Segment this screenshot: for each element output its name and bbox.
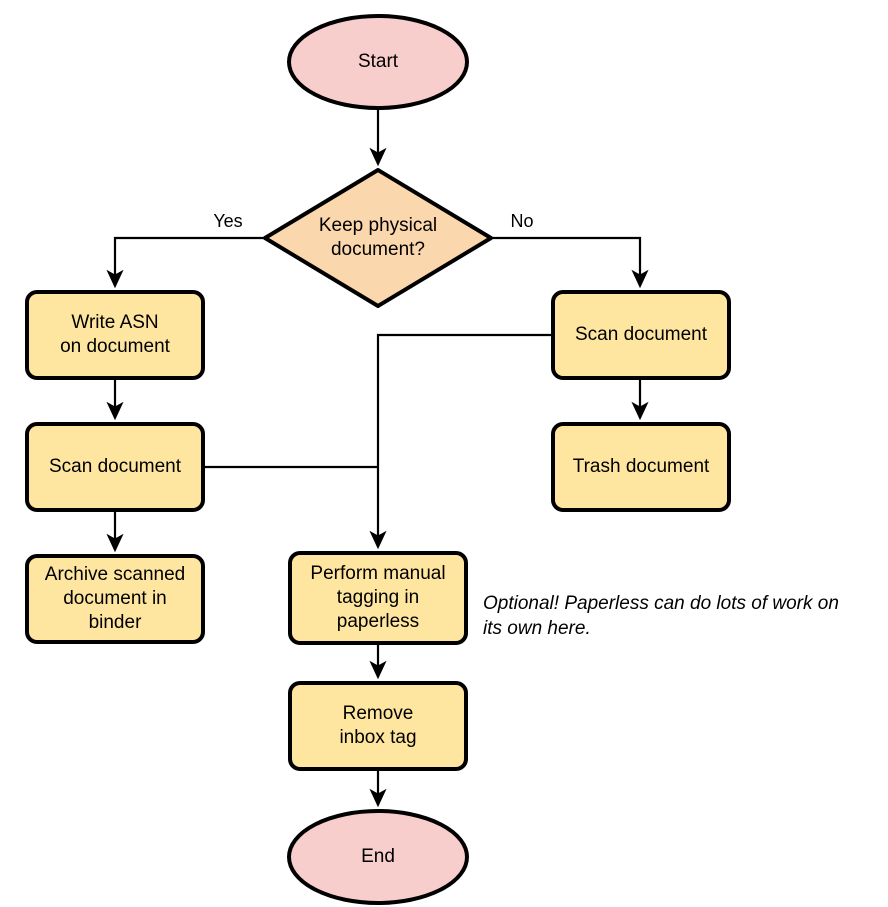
node-write-asn[interactable]: Write ASN on document [25, 290, 205, 380]
node-label-line: Trash document [573, 456, 710, 477]
node-label-line: on document [60, 336, 171, 357]
edge-decision-keep-physical-to-write-asn: Yes [106, 211, 265, 289]
node-label-line: Scan document [49, 456, 182, 477]
node-label: Start [358, 51, 399, 72]
node-label-line: paperless [337, 611, 419, 632]
process-shape[interactable] [25, 422, 205, 512]
node-archive-binder[interactable]: Archive scanned document in binder [25, 554, 205, 644]
node-start[interactable]: Start [287, 14, 469, 110]
edge-path [369, 333, 553, 550]
node-label: Archive scanned document in binder [45, 564, 185, 633]
node-label: Scan document [575, 324, 708, 345]
edge-scan-document-right-to-manual-tagging [369, 333, 553, 550]
node-label-line: Archive scanned [45, 564, 185, 585]
process-shape[interactable] [25, 554, 205, 644]
node-label-line: inbox tag [339, 727, 416, 748]
node-label-line: Remove [343, 703, 414, 724]
process-shape[interactable] [551, 422, 731, 512]
node-label-line: Write ASN [71, 312, 158, 333]
node-decision-keep-physical[interactable]: Keep physical document? [263, 168, 493, 308]
node-label: Trash document [573, 456, 710, 477]
edge-label: No [510, 211, 533, 231]
node-label-line: Scan document [575, 324, 708, 345]
node-label: Perform manual tagging in paperless [310, 563, 445, 632]
process-shape[interactable] [288, 681, 468, 771]
node-scan-document-right[interactable]: Scan document [551, 290, 731, 380]
node-label: Write ASN on document [60, 312, 171, 357]
note-optional-paperless: Optional! Paperless can do lots of work … [483, 593, 839, 639]
annotations-layer: Optional! Paperless can do lots of work … [483, 593, 839, 639]
node-trash-document[interactable]: Trash document [551, 422, 731, 512]
node-label: End [361, 846, 395, 867]
node-label: Keep physical document? [319, 215, 437, 260]
edge-path [106, 236, 265, 289]
node-label-line: document? [331, 239, 425, 260]
node-manual-tagging[interactable]: Perform manual tagging in paperless [288, 551, 468, 645]
node-end[interactable]: End [287, 809, 469, 905]
process-shape[interactable] [288, 551, 468, 645]
node-label-line: tagging in [337, 587, 419, 608]
decision-shape[interactable] [263, 168, 493, 308]
edges-layer: Yes No [106, 108, 649, 808]
edge-label: Yes [213, 211, 242, 231]
node-label: Scan document [49, 456, 182, 477]
annotation-line: Optional! Paperless can do lots of work … [483, 593, 839, 614]
edge-decision-keep-physical-to-scan-document-right: No [491, 211, 649, 289]
node-label-line: binder [89, 612, 142, 633]
node-label: Remove inbox tag [339, 703, 416, 748]
node-scan-document-left[interactable]: Scan document [25, 422, 205, 512]
node-label-line: Perform manual [310, 563, 445, 584]
process-shape[interactable] [25, 290, 205, 380]
process-shape[interactable] [551, 290, 731, 380]
node-label-line: document in [63, 588, 167, 609]
terminator-shape[interactable] [287, 14, 469, 110]
edge-path [491, 236, 649, 289]
node-label-line: Start [358, 51, 399, 72]
node-remove-inbox-tag[interactable]: Remove inbox tag [288, 681, 468, 771]
terminator-shape[interactable] [287, 809, 469, 905]
node-label-line: End [361, 846, 395, 867]
node-label-line: Keep physical [319, 215, 437, 236]
annotation-line: its own here. [483, 618, 591, 639]
